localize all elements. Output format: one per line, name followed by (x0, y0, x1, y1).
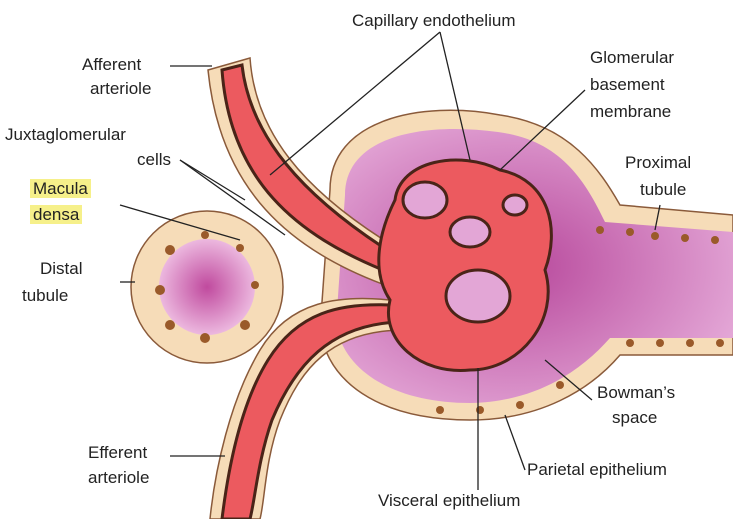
label-gbm-2: basement (590, 75, 665, 94)
label-capillary-endothelium: Capillary endothelium (352, 11, 516, 30)
label-bowman-1: Bowman’s (597, 383, 676, 402)
label-afferent-1: Afferent (82, 55, 142, 74)
capillary-loops (401, 180, 529, 324)
leader-lines (119, 31, 661, 490)
efferent-arteriole-lumen (220, 303, 401, 519)
distal-tubule-nuclei (155, 231, 259, 343)
label-distal-2: tubule (22, 286, 69, 305)
label-gbm-3: membrane (590, 102, 672, 121)
label-macula-1: Macula (30, 176, 91, 201)
distal-tubule-lumen (159, 239, 255, 335)
label-proximal-2: tubule (640, 180, 687, 199)
label-parietal: Parietal epithelium (527, 460, 667, 479)
label-proximal-1: Proximal (625, 153, 692, 172)
label-gbm-1: Glomerular (590, 48, 675, 67)
epithelial-nuclei (436, 226, 724, 414)
label-efferent-2: arteriole (88, 468, 150, 487)
label-distal-1: Distal (40, 259, 83, 278)
label-visceral: Visceral epithelium (378, 491, 521, 510)
highlight-macula: Macula (30, 179, 91, 198)
highlight-densa: densa (30, 205, 83, 224)
label-afferent-2: arteriole (90, 79, 152, 98)
label-macula-2: densa (30, 202, 83, 227)
label-bowman-2: space (612, 408, 658, 427)
label-efferent-1: Efferent (88, 443, 148, 462)
label-jg-1: Juxtaglomerular (5, 125, 126, 144)
label-jg-2: cells (137, 150, 172, 169)
